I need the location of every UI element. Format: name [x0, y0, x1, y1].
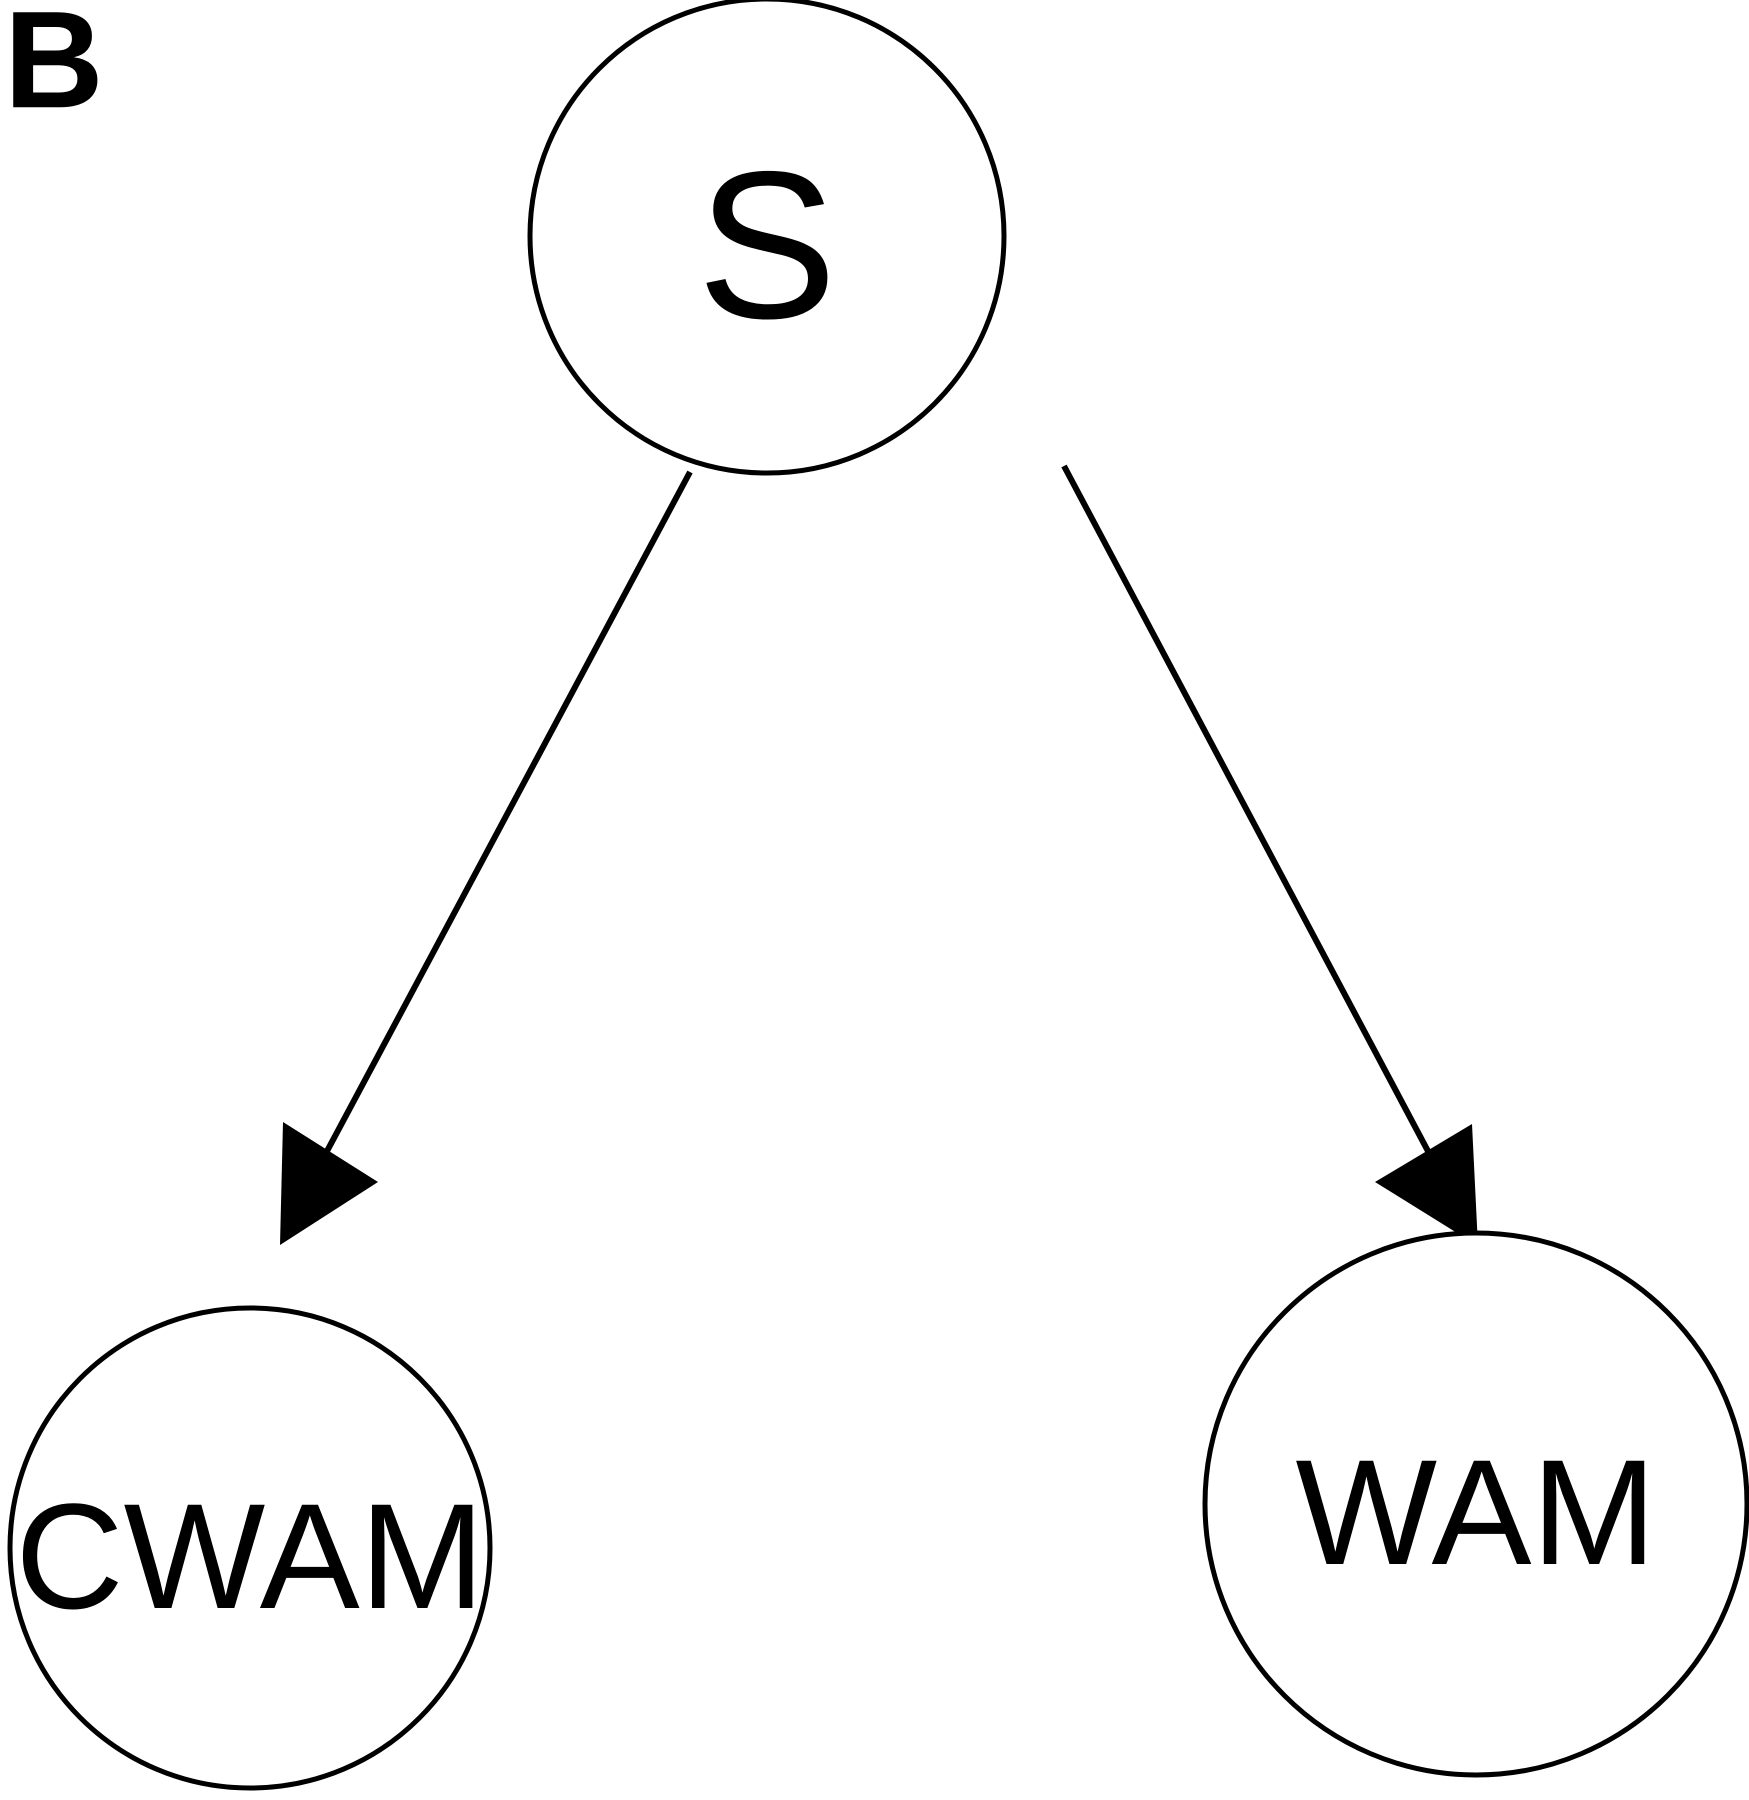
panel-label: B	[4, 0, 104, 137]
node-cwam-label: CWAM	[15, 1472, 484, 1640]
node-wam-circle	[1202, 1230, 1749, 1778]
edge-s-to-cwam	[280, 470, 693, 1245]
edge-line-s-wam	[1061, 464, 1441, 1172]
node-cwam-circle	[7, 1305, 493, 1791]
edge-line-s-cwam	[315, 470, 693, 1170]
node-s-circle	[527, 0, 1007, 476]
node-wam[interactable]: WAM	[1202, 1230, 1749, 1778]
node-s-label: S	[697, 128, 837, 363]
arrowhead-wam-icon	[1375, 1124, 1478, 1246]
node-s[interactable]: S	[527, 0, 1007, 476]
node-wam-label: WAM	[1295, 1428, 1656, 1596]
edge-s-to-wam	[1061, 464, 1478, 1246]
arrowhead-cwam-icon	[280, 1122, 378, 1245]
node-cwam[interactable]: CWAM	[7, 1305, 493, 1791]
